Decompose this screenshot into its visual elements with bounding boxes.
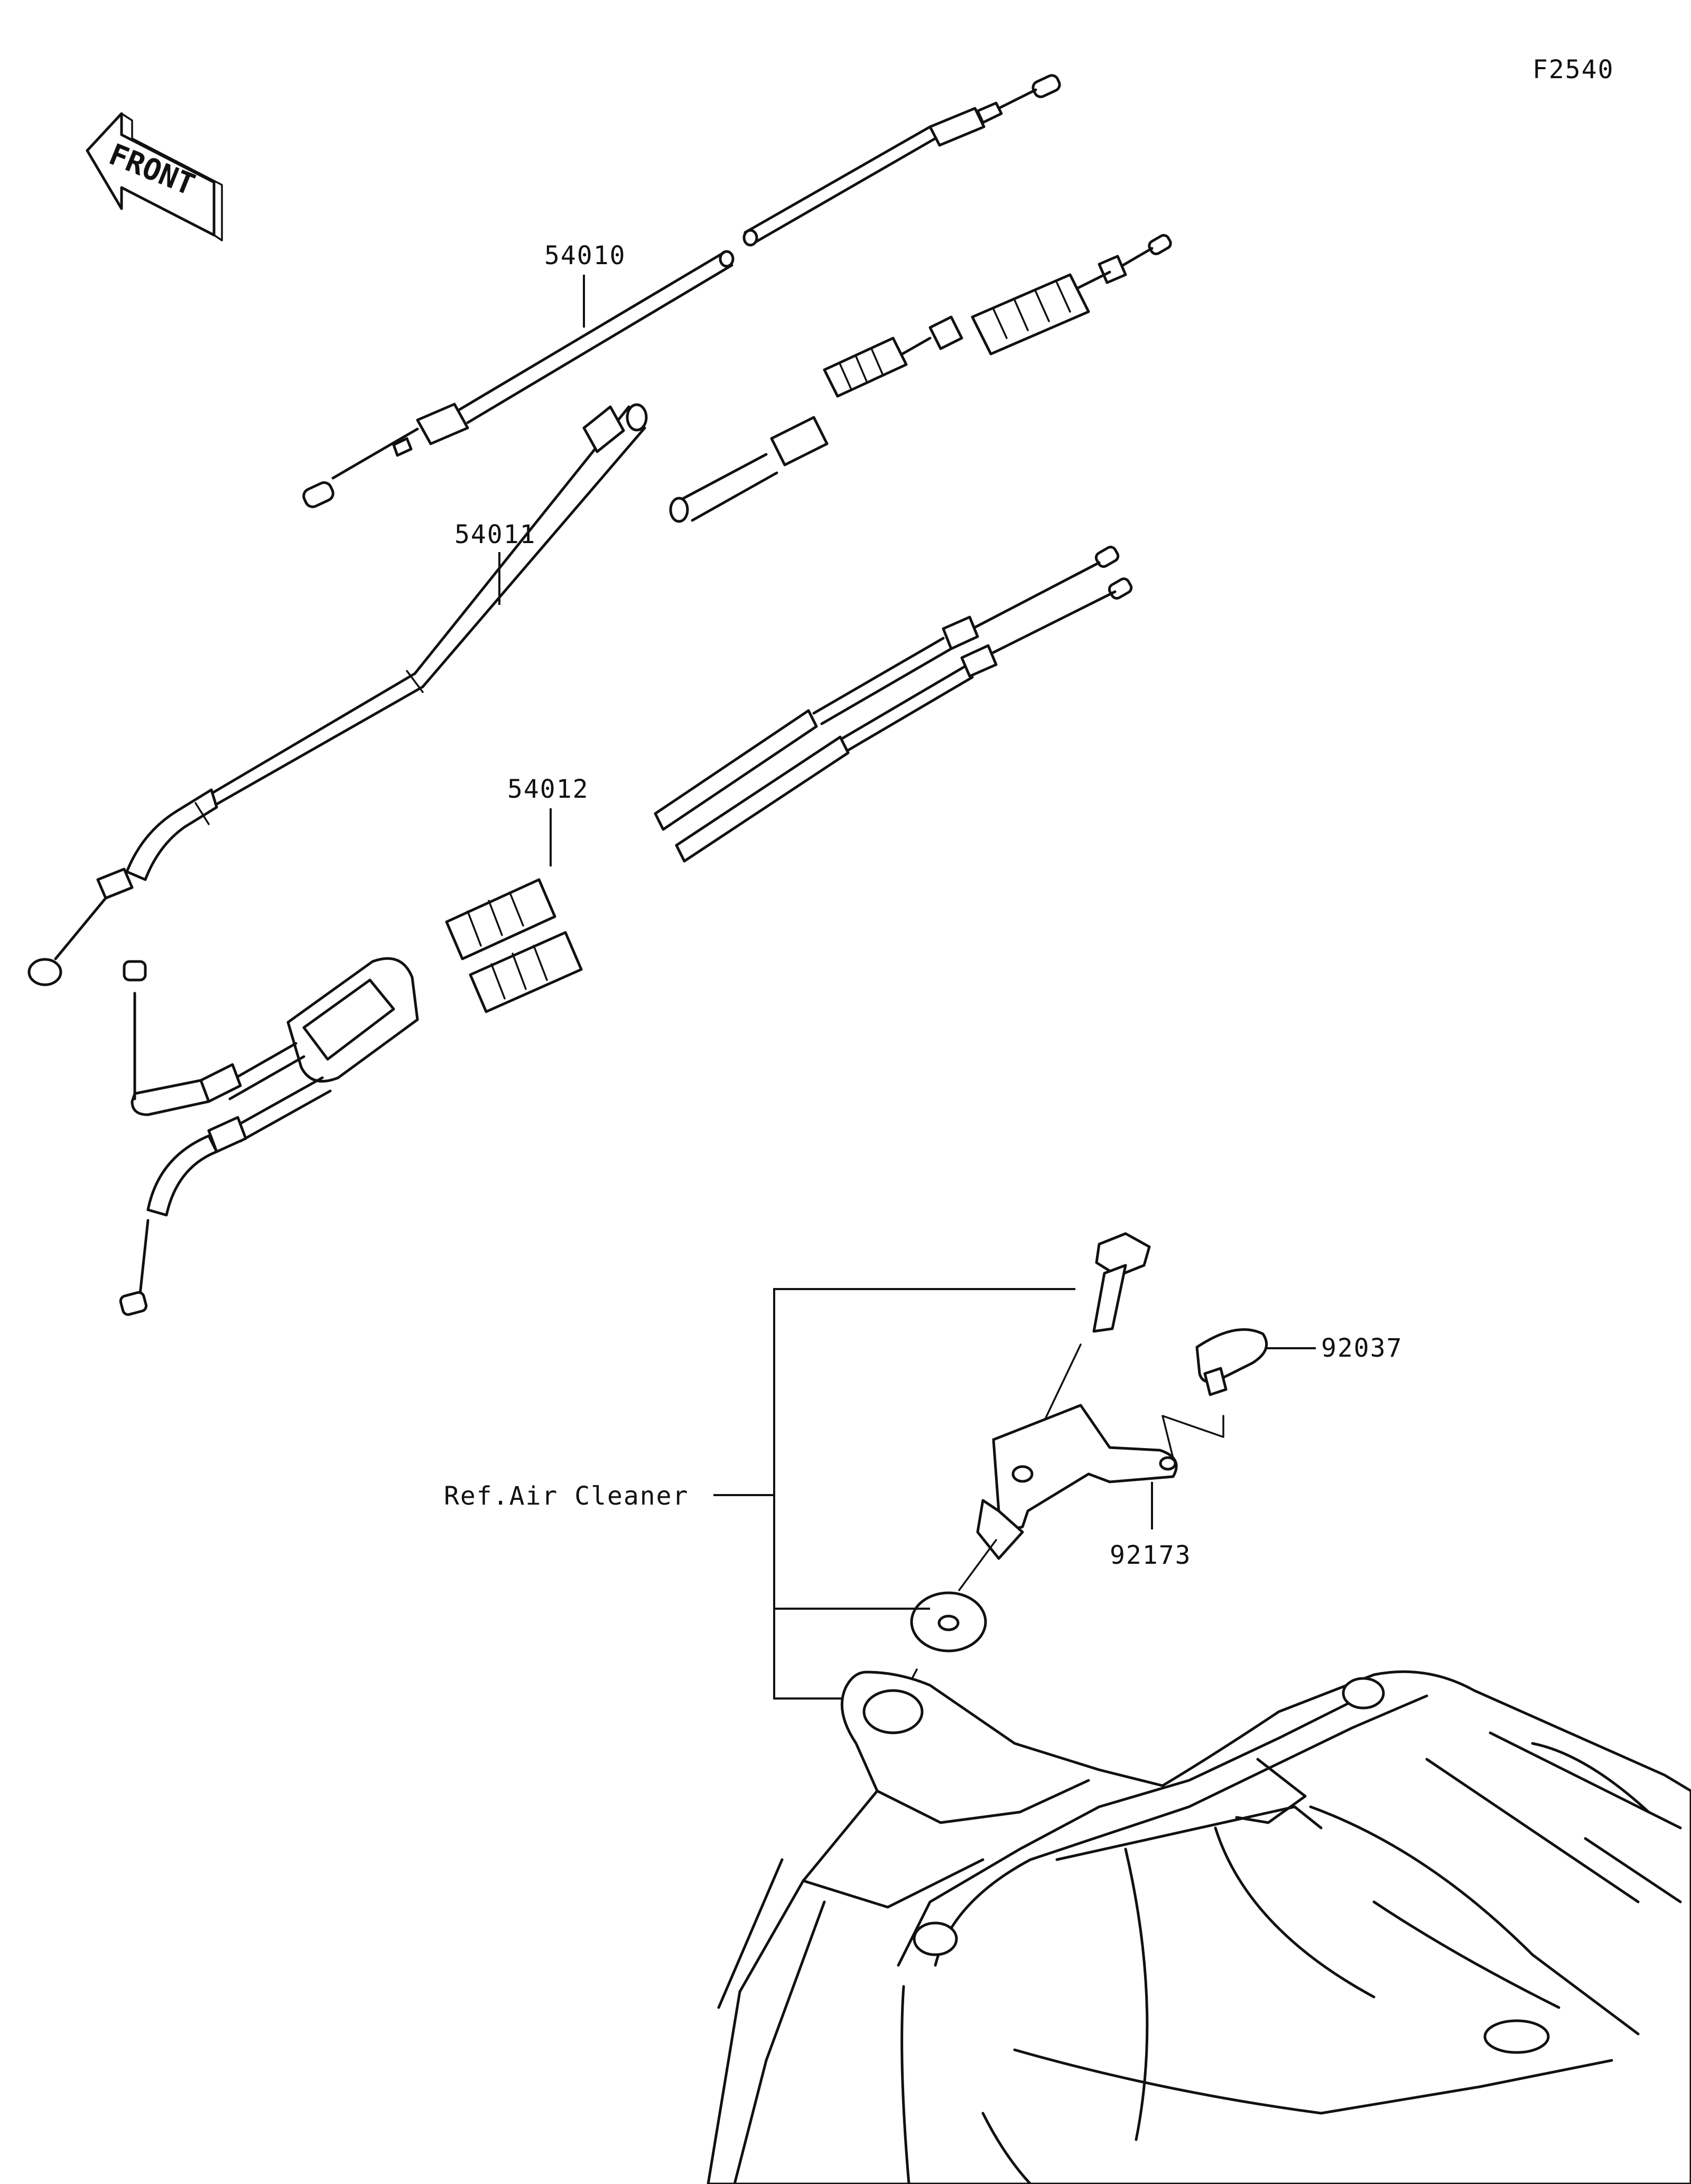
part-number-54012: 54012	[507, 774, 589, 804]
bolt	[1092, 1232, 1151, 1333]
part-number-54011: 54011	[454, 520, 536, 549]
washer	[910, 1591, 987, 1653]
part-number-54010: 54010	[544, 241, 626, 270]
cable-adjuster	[669, 234, 1172, 523]
figure-code: F2540	[1532, 55, 1614, 85]
part-number-92173: 92173	[1110, 1541, 1192, 1570]
front-arrow-icon: FRONT	[86, 112, 223, 241]
bracket-92173	[976, 1404, 1178, 1560]
cable-54012	[119, 546, 1133, 1316]
part-number-92037: 92037	[1321, 1333, 1403, 1363]
air-cleaner-housing	[707, 1670, 1691, 2184]
cable-54010	[302, 74, 1061, 508]
clamp-92037	[1195, 1328, 1268, 1396]
reference-label: Ref.Air Cleaner	[444, 1481, 689, 1511]
front-label: FRONT	[104, 137, 200, 202]
cable-54011	[27, 403, 648, 986]
